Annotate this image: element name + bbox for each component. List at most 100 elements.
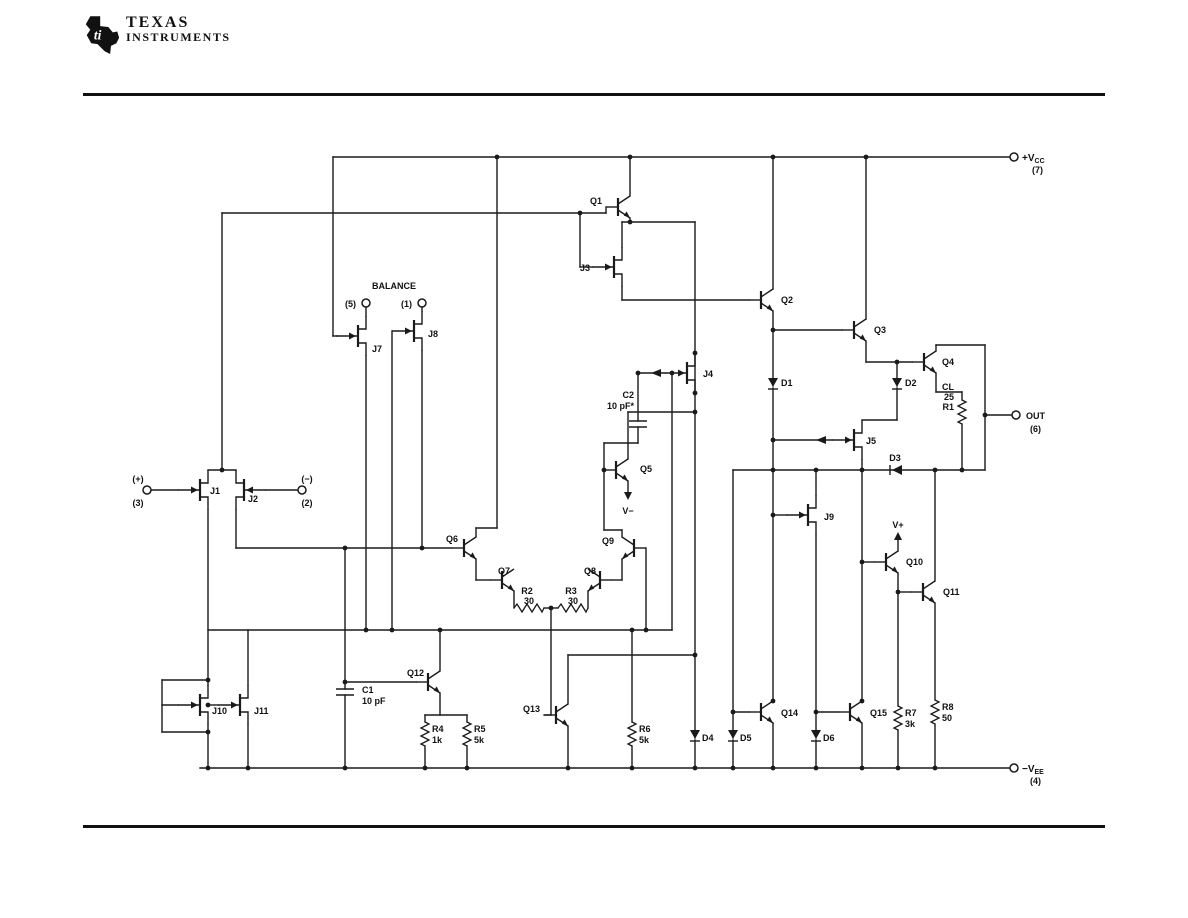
junction-dot: [932, 765, 938, 771]
j4-symbol: [663, 351, 697, 395]
q12-label: Q12: [407, 668, 424, 678]
q5-symbol: [602, 457, 630, 483]
q13-label: Q13: [523, 704, 540, 714]
j11-symbol: [216, 683, 250, 727]
balance-label: BALANCE: [372, 281, 416, 291]
bottom-rule: [83, 825, 1105, 828]
junction-dot: [770, 154, 776, 160]
r5-symbol: [462, 721, 472, 747]
j5-gate-arrow: [816, 436, 826, 444]
q6-label: Q6: [446, 534, 458, 544]
junction-dot: [932, 467, 938, 473]
junction-dot: [730, 765, 736, 771]
junction-dot: [692, 652, 698, 658]
d5-symbol: [727, 729, 739, 742]
junction-dot: [548, 605, 554, 611]
j4-gate-arrow: [651, 369, 661, 377]
junction-dot: [770, 327, 776, 333]
c1a-label: C1: [362, 685, 374, 695]
junction-dot: [692, 409, 698, 415]
junction-dot: [494, 154, 500, 160]
j9-label: J9: [824, 512, 834, 522]
r8b-label: 50: [942, 713, 952, 723]
junction-dot: [464, 765, 470, 771]
junction-dot: [629, 627, 635, 633]
r2b-label: 30: [524, 596, 534, 606]
d6-symbol: [810, 729, 822, 742]
junction-dot: [859, 559, 865, 565]
junction-dot: [894, 359, 900, 365]
junction-dot: [577, 210, 583, 216]
q1-label: Q1: [590, 196, 602, 206]
vcc-label: +VCC: [1022, 153, 1045, 165]
junction-dot: [342, 765, 348, 771]
q11-symbol: [909, 579, 937, 605]
j2-symbol: [234, 468, 268, 512]
junction-dot: [770, 437, 776, 443]
q8-label: Q8: [584, 566, 596, 576]
junction-dot: [565, 765, 571, 771]
d2-symbol: [891, 377, 903, 390]
ti-logo-text: ti: [94, 28, 102, 43]
q1-symbol: [604, 194, 632, 220]
junction-dot: [342, 679, 348, 685]
junction-dot: [692, 765, 698, 771]
q3-symbol: [840, 317, 868, 343]
r4b-label: 1k: [432, 735, 443, 745]
vminus-label: V−: [622, 506, 633, 516]
r4-symbol: [420, 721, 430, 747]
out6-label: (6): [1030, 424, 1041, 434]
q15-symbol: [836, 699, 864, 725]
junction-dot: [422, 765, 428, 771]
d2-label: D2: [905, 378, 917, 388]
j5-symbol: [830, 418, 864, 462]
junction-dot: [859, 765, 865, 771]
junction-dot: [770, 765, 776, 771]
q15-label: Q15: [870, 708, 887, 718]
q2-label: Q2: [781, 295, 793, 305]
r6b-label: 5k: [639, 735, 650, 745]
c1b-label: 10 pF: [362, 696, 386, 706]
q5-label: Q5: [640, 464, 652, 474]
q14-symbol: [747, 699, 775, 725]
junction-dot: [245, 765, 251, 771]
cl-label: CL: [942, 382, 954, 392]
v-minus-arrow: [624, 492, 632, 500]
j3-label: J3: [580, 263, 590, 273]
junction-dot: [813, 765, 819, 771]
in3-label: (3): [133, 498, 144, 508]
r7b-label: 3k: [905, 719, 916, 729]
j7-label: J7: [372, 344, 382, 354]
in-minus-terminal: [297, 485, 307, 495]
ti-logo-icon: ti: [85, 16, 120, 54]
d5-label: D5: [740, 733, 752, 743]
q14-label: Q14: [781, 708, 798, 718]
r1-symbol: [957, 399, 967, 425]
r3a-label: R3: [565, 586, 577, 596]
q3-label: Q3: [874, 325, 886, 335]
vee4-label: (4): [1030, 776, 1041, 786]
junction-dot: [770, 512, 776, 518]
r1-label: R1: [942, 402, 954, 412]
r6a-label: R6: [639, 724, 651, 734]
junction-dot: [635, 370, 641, 376]
brand-line2: INSTRUMENTS: [126, 30, 231, 44]
j10-label: J10: [212, 706, 227, 716]
cl25-label: 25: [944, 392, 954, 402]
c1-symbol: [335, 688, 355, 696]
junction-dot: [770, 467, 776, 473]
q7-label: Q7: [498, 566, 510, 576]
q9-symbol: [620, 535, 648, 561]
r2a-label: R2: [521, 586, 533, 596]
junction-dot: [982, 412, 988, 418]
r7-symbol: [893, 705, 903, 731]
j1-label: J1: [210, 486, 220, 496]
d4-symbol: [689, 729, 701, 742]
balance-1-terminal: [417, 298, 427, 308]
q10-symbol: [872, 549, 900, 575]
vplus-label: V+: [892, 520, 903, 530]
junction-dot: [730, 709, 736, 715]
junction-dot: [205, 677, 211, 683]
